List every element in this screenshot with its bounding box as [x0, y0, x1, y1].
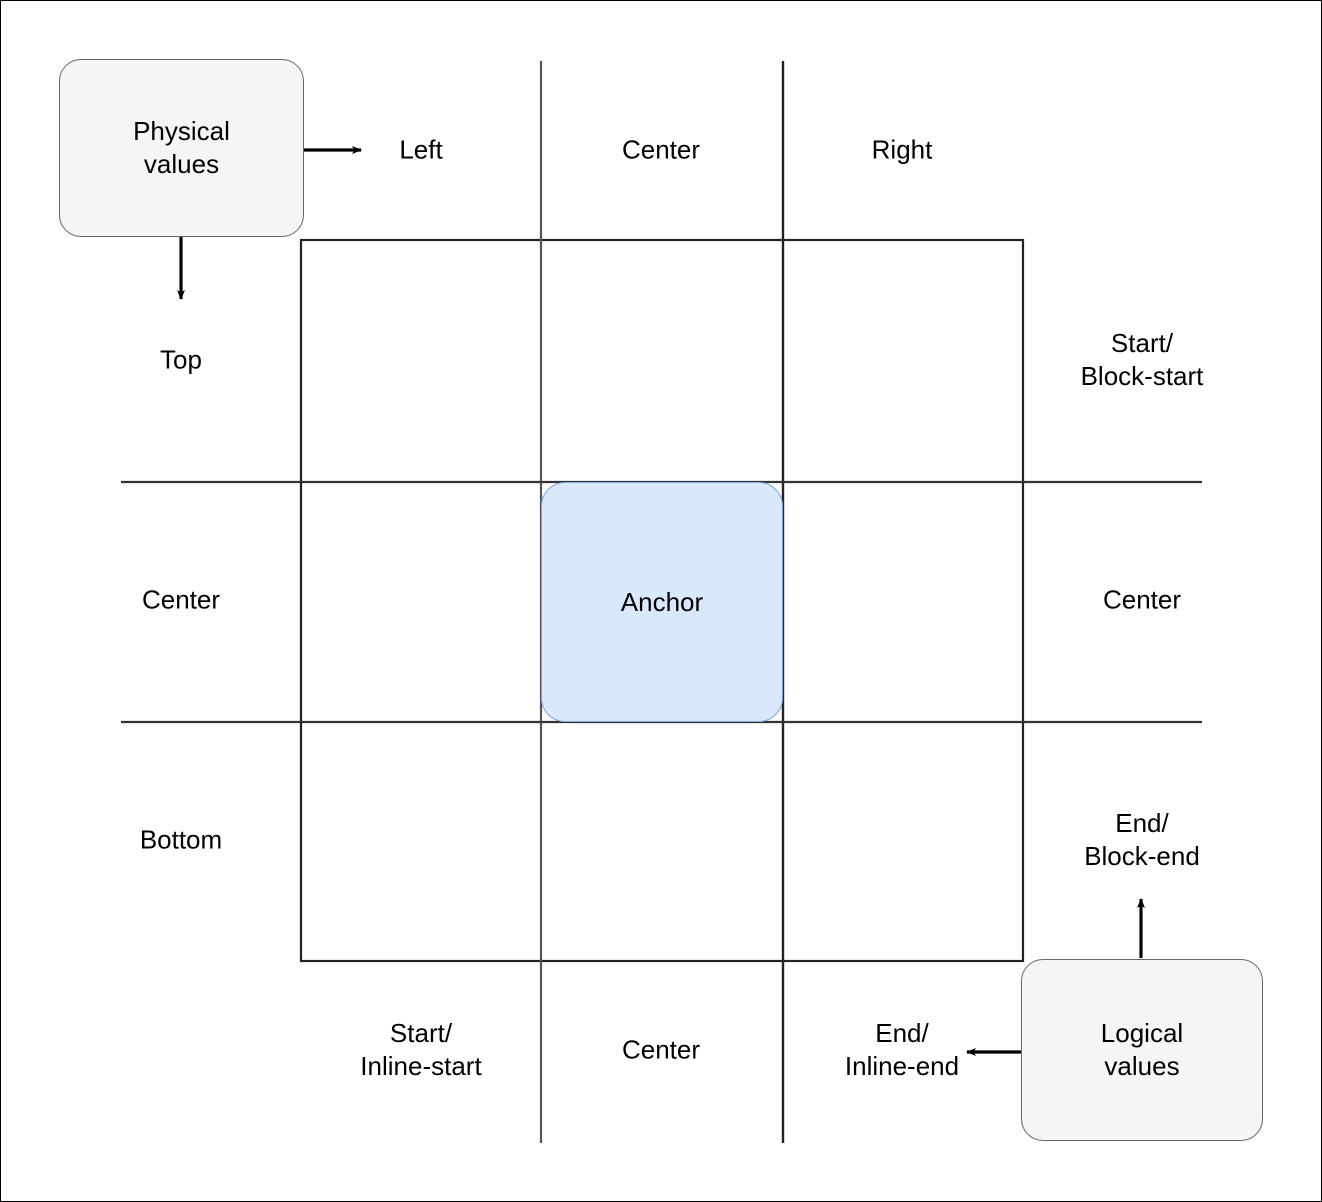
grid-rectangle: [299, 238, 1025, 963]
node-logical-values[interactable]: Logical values: [1021, 959, 1263, 1141]
node-anchor[interactable]: Anchor: [541, 482, 783, 722]
node-physical-values-label: Physical values: [133, 116, 230, 179]
node-anchor-label: Anchor: [620, 586, 704, 617]
node-logical-values-label: Logical values: [1100, 1018, 1184, 1081]
node-physical-values[interactable]: Physical values: [59, 59, 304, 237]
